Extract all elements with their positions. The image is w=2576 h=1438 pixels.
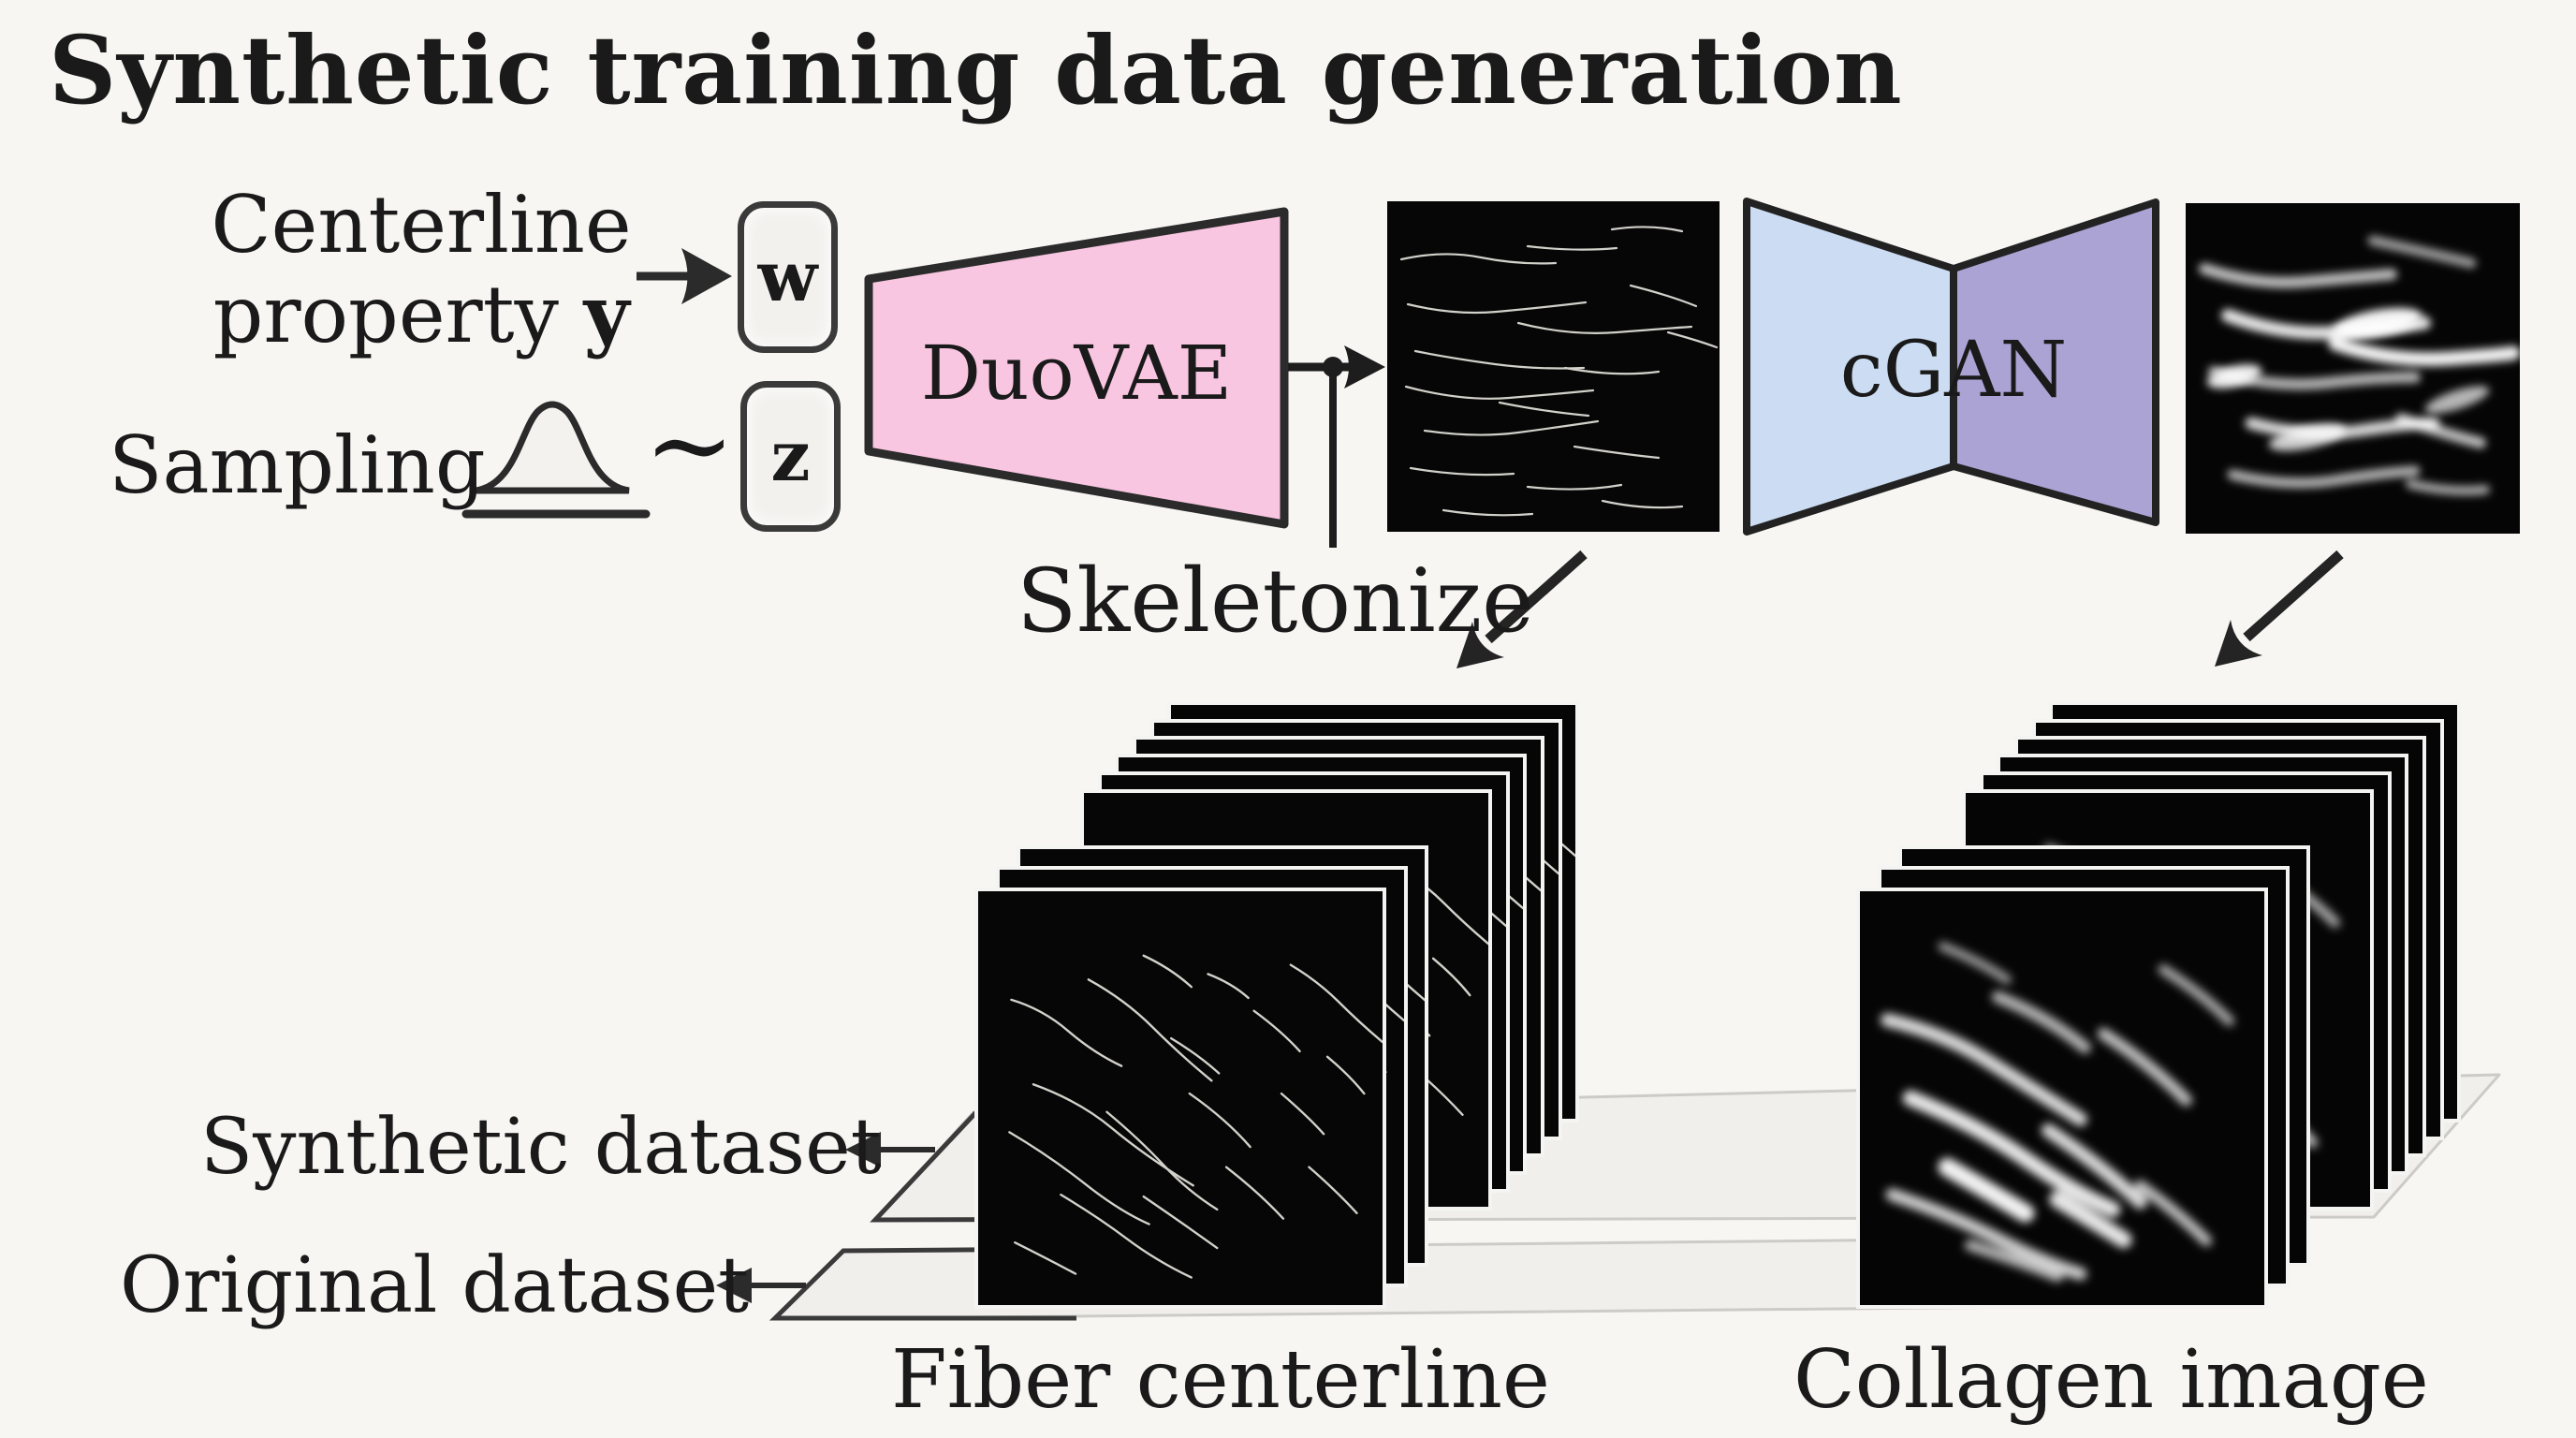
fiber-centerline-caption: Fiber centerline (891, 1333, 1550, 1427)
cgan-decoder-shape (1950, 198, 2159, 526)
synthetic-dataset-arrow-icon (845, 1132, 935, 1167)
centerline-property-line1: Centerline (211, 179, 632, 271)
distributed-as-symbol: ∼ (644, 382, 736, 508)
synthetic-dataset-label: Synthetic dataset (200, 1103, 882, 1192)
cgan-label: cGAN (1839, 326, 2068, 415)
duovae-decoder-shape (864, 207, 1289, 529)
property-to-w-arrow-icon (637, 248, 732, 304)
latent-z-label: z (770, 416, 811, 497)
original-dataset-label: Original dataset (120, 1241, 750, 1330)
collagen-to-stack-arrow-icon (2215, 550, 2344, 667)
latent-w-box: w (738, 201, 838, 353)
skeletonize-junction-dot (1323, 357, 1343, 377)
collagen-stack-layer-1 (1856, 888, 2268, 1309)
variable-y: y (583, 268, 630, 360)
centerline-to-stack-arrow-icon (1456, 550, 1588, 668)
generated-collagen-image (2186, 203, 2520, 534)
latent-z-box: z (740, 381, 841, 532)
gaussian-curve-icon (461, 401, 651, 519)
original-dataset-arrow-icon (716, 1268, 806, 1303)
duovae-output-arrow-icon (1288, 345, 1385, 548)
collagen-image-caption: Collagen image (1793, 1333, 2429, 1427)
centerline-property-line2: property y (212, 268, 630, 360)
skeletonize-label: Skeletonize (1017, 550, 1534, 653)
generated-centerline-image (1387, 201, 1720, 532)
centerline-property-label: Centerline property y (168, 180, 674, 360)
duovae-label: DuoVAE (920, 330, 1233, 417)
sampling-label: Sampling (109, 419, 486, 511)
original-plane-corner-outline (768, 1246, 1077, 1321)
fiber-stack-layer-1 (974, 888, 1386, 1309)
latent-w-label: w (757, 237, 818, 317)
figure-title: Synthetic training data generation (49, 15, 1903, 125)
